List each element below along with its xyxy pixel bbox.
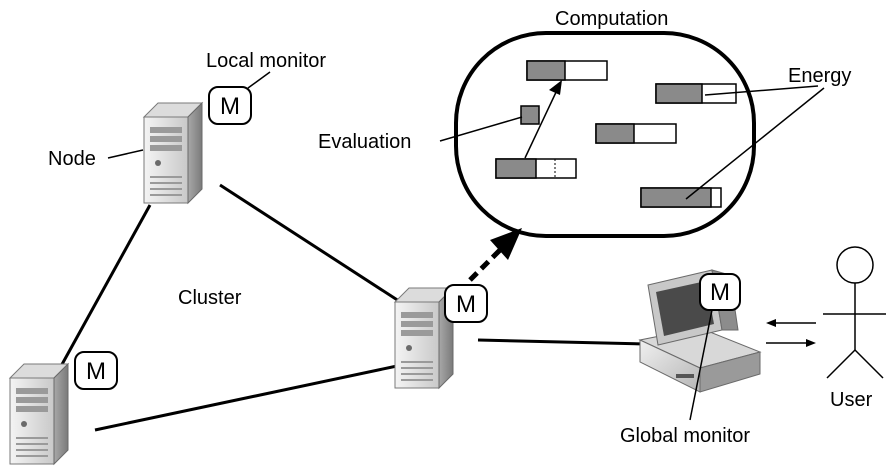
task-bar bbox=[526, 60, 608, 81]
monitor-badge: M bbox=[220, 93, 240, 120]
monitor-badge-box bbox=[699, 273, 741, 311]
link-node-to-center bbox=[219, 183, 403, 305]
computation-bubble bbox=[454, 31, 756, 238]
dashed-arrowhead bbox=[490, 228, 522, 260]
global-monitor-label: Global monitor bbox=[620, 425, 750, 447]
server-node-icon bbox=[143, 102, 203, 204]
node-leader bbox=[107, 149, 144, 159]
monitor-badge-box bbox=[74, 351, 118, 390]
local-monitor-label: Local monitor bbox=[206, 50, 326, 72]
evaluation-arrowhead bbox=[549, 80, 562, 95]
task-bar bbox=[640, 187, 722, 208]
evaluation-box bbox=[520, 105, 540, 125]
evaluation-leader bbox=[439, 116, 523, 142]
server-lower-left-icon bbox=[9, 363, 69, 465]
monitor-badge-box bbox=[444, 284, 488, 323]
local-monitor-leader bbox=[247, 71, 271, 89]
monitor-badge: M bbox=[710, 279, 730, 306]
task-bar bbox=[655, 83, 737, 104]
energy-leader bbox=[704, 85, 819, 96]
link-center-to-pc bbox=[477, 338, 646, 346]
energy-leader bbox=[685, 87, 825, 200]
user-icon bbox=[823, 246, 886, 379]
link-lower-left-to-center bbox=[94, 364, 398, 432]
global-monitor-leader bbox=[689, 309, 713, 421]
computation-label: Computation bbox=[555, 8, 668, 30]
node-label: Node bbox=[48, 148, 96, 170]
dashed-arrow bbox=[468, 248, 502, 282]
task-bar-with-estimate bbox=[495, 158, 577, 179]
cluster-label: Cluster bbox=[178, 287, 242, 309]
energy-label: Energy bbox=[788, 65, 851, 87]
task-bar bbox=[595, 123, 677, 144]
evaluation-arrow bbox=[524, 87, 559, 159]
monitor-badge-box bbox=[208, 86, 252, 125]
arrow-to-pc-head bbox=[766, 319, 776, 327]
monitor-badge: M bbox=[86, 358, 106, 385]
evaluation-label: Evaluation bbox=[318, 131, 411, 153]
monitor-badge: M bbox=[456, 291, 476, 318]
link-node-to-lower-left bbox=[58, 204, 152, 369]
arrow-to-user-head bbox=[806, 339, 816, 347]
user-label: User bbox=[830, 389, 873, 411]
